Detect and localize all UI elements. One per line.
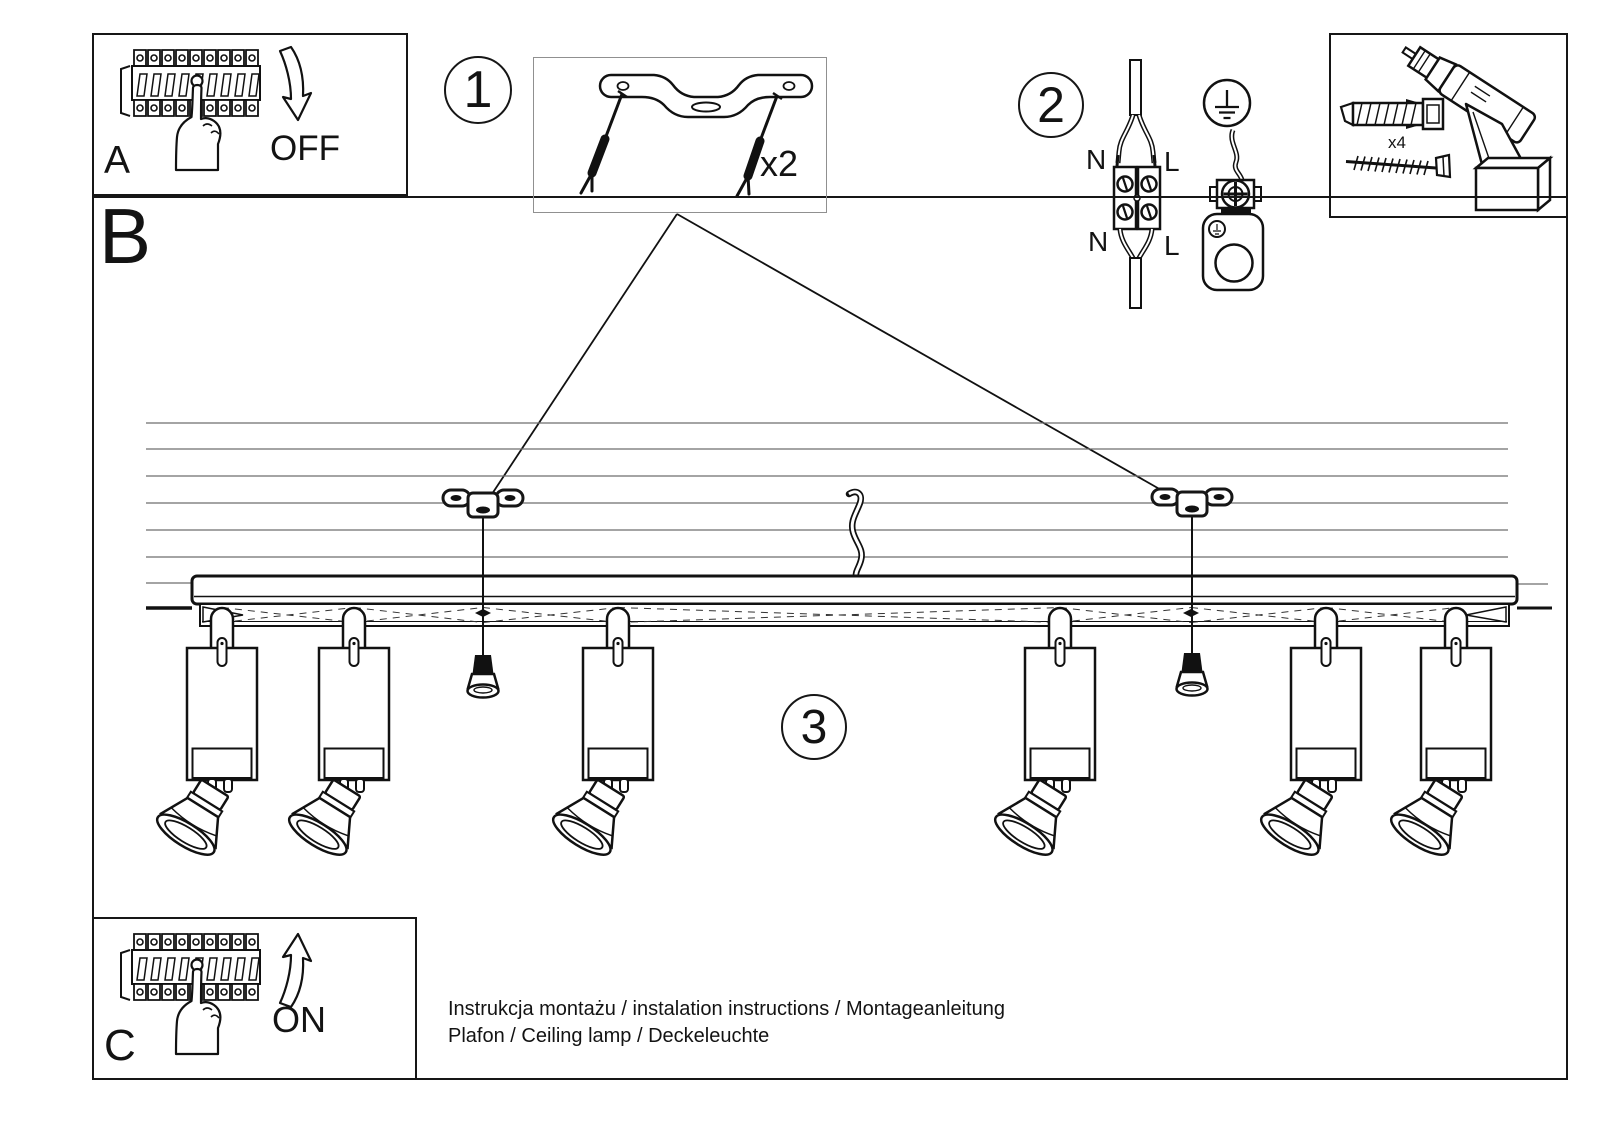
step1-number-badge: 1	[444, 56, 512, 124]
panel-c-label: C	[104, 1021, 136, 1070]
wire-label-n-bottom: N	[1088, 226, 1109, 257]
panel-a-label: A	[104, 139, 131, 182]
step2-number-badge: 2	[1018, 72, 1084, 138]
mounting-rail	[190, 574, 1519, 627]
panel-a-action-label: OFF	[270, 129, 340, 168]
step1-parts-box	[533, 57, 827, 213]
mounting-screw-icon	[1345, 153, 1452, 179]
earth-ground-terminal-icon	[1201, 78, 1265, 292]
wire-label-l-bottom: L	[1164, 230, 1180, 261]
tools-box	[1329, 33, 1568, 218]
leader-lines	[485, 213, 1185, 504]
power-cable	[845, 488, 865, 582]
bracket-axis-lines	[482, 516, 1193, 657]
fixing-point-diamond	[475, 609, 491, 617]
panel-c-action-label: ON	[272, 999, 326, 1040]
fixing-point-diamond	[1183, 609, 1199, 617]
step3-number-badge: 3	[781, 694, 847, 760]
step1-quantity-label: x2	[760, 143, 799, 184]
panel-a-box	[92, 33, 408, 196]
step1-number: 1	[463, 61, 493, 119]
ceiling-lines	[146, 422, 1552, 610]
tools-quantity-label: x4	[1388, 133, 1406, 152]
step3-number: 3	[800, 700, 828, 754]
terminal-block-wiring-icon	[1112, 59, 1162, 309]
wall-anchor-icon	[1339, 97, 1445, 131]
expansion-screw-icon	[735, 91, 783, 198]
wire-label-l-top: L	[1164, 146, 1180, 177]
panel-b-label: B	[99, 192, 152, 280]
step2-number: 2	[1037, 77, 1065, 133]
main-diagram-box	[92, 196, 1568, 1080]
expansion-screw-icon	[579, 89, 628, 195]
footer-title-line2: Plafon / Ceiling lamp / Deckeleuchte	[448, 1025, 770, 1047]
mounting-bracket-with-screws-icon	[598, 73, 814, 119]
wire-label-n-top: N	[1086, 144, 1107, 175]
drill-icon	[1401, 45, 1554, 213]
footer-title-line1: Instrukcja montażu / instalation instruc…	[448, 998, 1005, 1020]
panel-c-box	[92, 917, 417, 1080]
